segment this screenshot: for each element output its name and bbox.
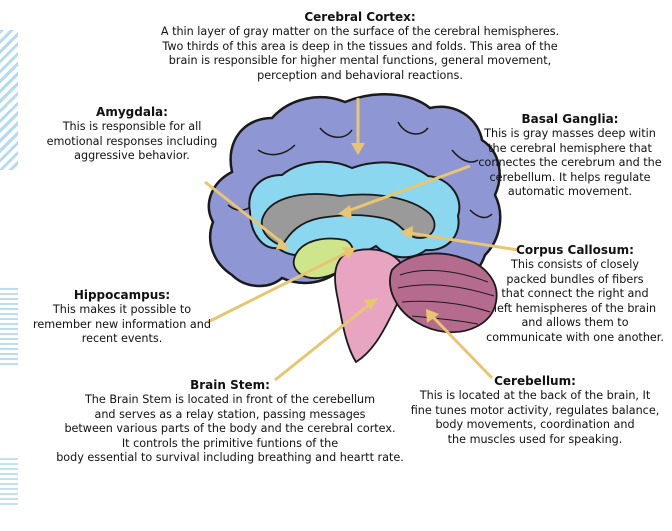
cerebral-cortex-text-line: A thin layer of gray matter on the surfa… [140,25,580,40]
label-hippocampus: Hippocampus: This makes it possible to r… [22,288,222,347]
hippocampus-title: Hippocampus: [22,288,222,303]
corpus-callosum-text-line: and allows them to [478,316,672,331]
basal-ganglia-text-line: the cerebral hemisphere that [470,142,670,157]
amygdala-text-line: aggressive behavior. [32,149,232,164]
amygdala-title: Amygdala: [32,105,232,120]
cerebellum-title: Cerebellum: [400,374,670,389]
cerebellum-text-line: body movements, coordination and [400,418,670,433]
brain-stem-text-line: between various parts of the body and th… [40,422,420,437]
corpus-callosum-text-line: communicate with one another. [478,331,672,346]
cerebellum-text-line: fine tunes motor activity, regulates bal… [400,404,670,419]
corpus-callosum-text-line: left hemispheres of the brain [478,302,672,317]
brain-stem-text-line: The Brain Stem is located in front of th… [40,393,420,408]
corpus-callosum-text-line: packed bundles of fibers [478,273,672,288]
brain-stem-text-line: It controls the primitive funtions of th… [40,437,420,452]
hippocampus-text-line: This makes it possible to [22,303,222,318]
corpus-callosum-text-line: that connect the right and [478,287,672,302]
cerebral-cortex-text-line: brain is responsible for higher mental f… [140,54,580,69]
amygdala-text-line: emotional responses including [32,135,232,150]
label-basal-ganglia: Basal Ganglia: This is gray masses deep … [470,112,670,200]
cerebral-cortex-text-line: Two thirds of this area is deep in the t… [140,40,580,55]
label-cerebral-cortex: Cerebral Cortex: A thin layer of gray ma… [140,10,580,83]
basal-ganglia-text-line: This is gray masses deep witin [470,127,670,142]
cerebellum-text-line: the muscles used for speaking. [400,433,670,448]
basal-ganglia-text-line: connectes the cerebrum and the [470,156,670,171]
cerebellum-text-line: This is located at the back of the brain… [400,389,670,404]
brain-stem-title: Brain Stem: [40,378,420,393]
hippocampus-text-line: recent events. [22,332,222,347]
corpus-callosum-text-line: This consists of closely [478,258,672,273]
basal-ganglia-text-line: cerebellum. It helps regulate [470,171,670,186]
cerebral-cortex-title: Cerebral Cortex: [140,10,580,25]
label-cerebellum: Cerebellum: This is located at the back … [400,374,670,447]
label-amygdala: Amygdala: This is responsible for all em… [32,105,232,164]
basal-ganglia-title: Basal Ganglia: [470,112,670,127]
brain-stem-text-line: and serves as a relay station, passing m… [40,408,420,423]
basal-ganglia-text-line: automatic movement. [470,185,670,200]
brain-stem-text-line: body essential to survival including bre… [40,451,420,466]
corpus-callosum-title: Corpus Callosum: [478,243,672,258]
hippocampus-text-line: remember new information and [22,318,222,333]
amygdala-text-line: This is responsible for all [32,120,232,135]
label-corpus-callosum: Corpus Callosum: This consists of closel… [478,243,672,346]
label-brain-stem: Brain Stem: The Brain Stem is located in… [40,378,420,466]
cerebral-cortex-text-line: perception and behavioral reactions. [140,69,580,84]
